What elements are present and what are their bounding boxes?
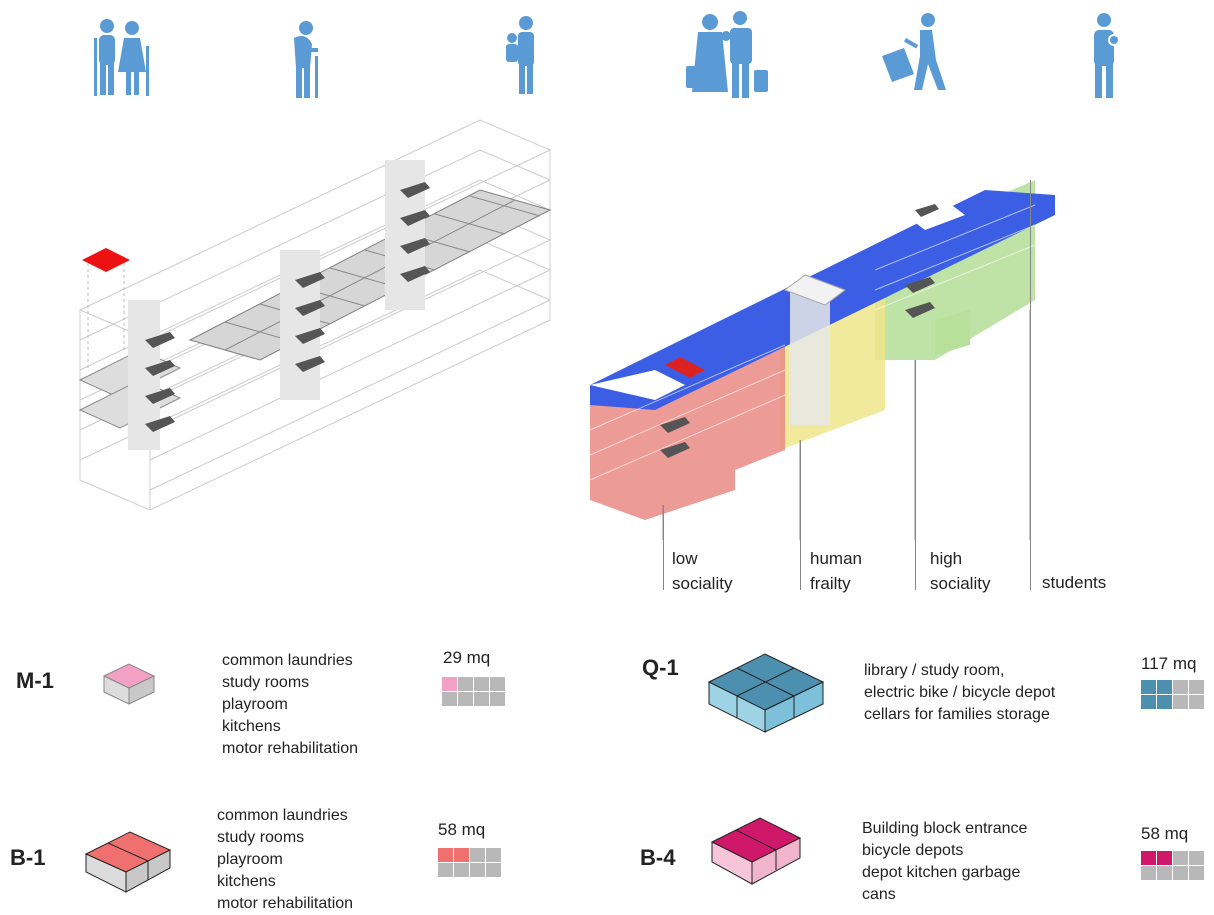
area-grid-cell — [438, 848, 453, 862]
module-b4-area-grid — [1141, 851, 1204, 880]
area-grid-cell — [1173, 851, 1188, 865]
area-grid-cell — [470, 863, 485, 877]
module-m1-area-grid — [442, 677, 505, 706]
zone-label-low-sociality: low sociality — [672, 549, 733, 593]
area-grid-cell — [438, 863, 453, 877]
area-grid-cell — [486, 848, 501, 862]
selected-module-marker — [82, 248, 130, 272]
module-m1-uses: common laundries study rooms playroom ki… — [222, 652, 359, 757]
module-code-q1: Q-1 — [642, 655, 679, 680]
area-grid-cell — [1141, 866, 1156, 880]
module-b1-uses: common laundries study rooms playroom ki… — [217, 807, 354, 912]
parent-holding-baby-icon — [1070, 8, 1150, 108]
area-grid-cell — [1189, 851, 1204, 865]
elderly-couple-icon — [82, 8, 162, 108]
module-code-b4: B-4 — [640, 845, 676, 870]
module-q1-area-grid — [1141, 680, 1204, 709]
traveler-with-suitcase-icon — [876, 8, 956, 108]
area-grid-cell — [1157, 866, 1172, 880]
area-grid-cell — [1173, 695, 1188, 709]
module-q1-uses: library / study room, electric bike / bi… — [864, 662, 1056, 723]
area-grid-cell — [442, 692, 457, 706]
area-grid-cell — [1173, 866, 1188, 880]
module-m1-area: 29 mq — [443, 648, 491, 667]
area-grid-cell — [458, 677, 473, 691]
parent-carrying-child-icon — [482, 8, 562, 108]
area-grid-cell — [474, 692, 489, 706]
building-wireframe-diagram — [78, 119, 552, 510]
area-grid-cell — [454, 848, 469, 862]
module-code-b1: B-1 — [10, 845, 46, 870]
module-q1-cube-icon — [707, 653, 825, 733]
module-b4-uses: Building block entrance bicycle depots d… — [862, 820, 1028, 903]
area-grid-cell — [454, 863, 469, 877]
area-grid-cell — [490, 677, 505, 691]
area-grid-cell — [1189, 695, 1204, 709]
zone-label-human-frailty: human frailty — [810, 549, 862, 593]
area-grid-cell — [486, 863, 501, 877]
family-with-luggage-icon — [680, 8, 780, 108]
area-grid-cell — [490, 692, 505, 706]
area-grid-cell — [1157, 851, 1172, 865]
area-grid-cell — [442, 677, 457, 691]
zone-label-students: students — [1042, 573, 1107, 592]
area-grid-cell — [1189, 866, 1204, 880]
building-zones-diagram — [589, 180, 1055, 540]
module-b1-cube-icon — [84, 831, 172, 893]
area-grid-cell — [458, 692, 473, 706]
module-b4-cube-icon — [710, 817, 802, 885]
module-b1-area: 58 mq — [438, 820, 486, 839]
area-grid-cell — [1141, 851, 1156, 865]
module-m1-cube-icon — [102, 663, 156, 705]
area-grid-cell — [1173, 680, 1188, 694]
module-q1-area: 117 mq — [1141, 654, 1197, 673]
module-b1-area-grid — [438, 848, 501, 877]
elderly-person-cane-icon — [268, 8, 348, 108]
area-grid-cell — [1141, 695, 1156, 709]
area-grid-cell — [1141, 680, 1156, 694]
module-b4-area: 58 mq — [1141, 824, 1189, 843]
area-grid-cell — [1157, 695, 1172, 709]
module-code-m1: M-1 — [16, 668, 54, 693]
area-grid-cell — [1189, 680, 1204, 694]
area-grid-cell — [474, 677, 489, 691]
area-grid-cell — [470, 848, 485, 862]
zone-label-high-sociality: high sociality — [930, 549, 991, 593]
area-grid-cell — [1157, 680, 1172, 694]
